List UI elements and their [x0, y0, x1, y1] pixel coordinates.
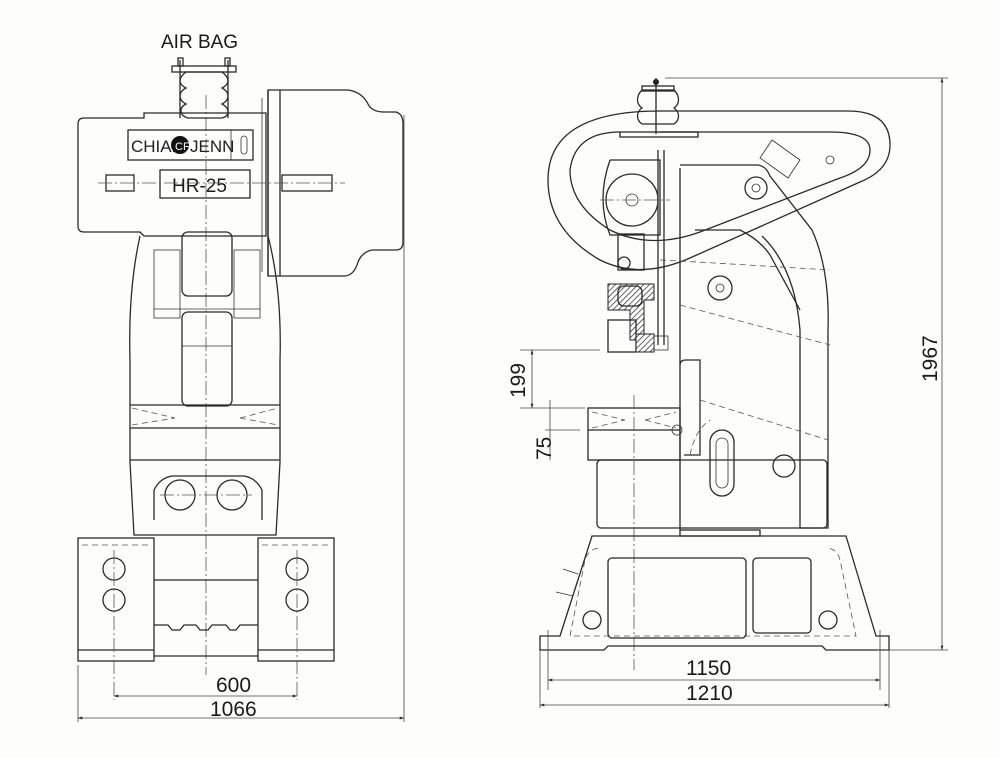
- flywheel-guard: [267, 89, 404, 277]
- brand-name-right: JENN: [190, 137, 234, 156]
- dim-1150: 1150: [686, 657, 731, 680]
- dim-1967: 1967: [919, 335, 942, 382]
- brand-plate: CHIAR CF JENN: [127, 129, 254, 161]
- side-base-window-1: [607, 557, 747, 639]
- dim-75: 75: [533, 437, 556, 460]
- brand-name-left: CHIAR: [131, 137, 184, 156]
- dim-1210: 1210: [686, 682, 733, 705]
- side-adjust-slot: [709, 429, 735, 497]
- model-plate-text: HR-25: [172, 176, 227, 197]
- dim-1066: 1066: [210, 698, 257, 721]
- brand-logo-icon: [171, 136, 189, 154]
- air-bag-label: AIR BAG: [161, 32, 238, 53]
- side-view: 199 75 1967 1150 1210: [507, 77, 948, 708]
- front-crown: [77, 112, 267, 237]
- front-arch: [153, 475, 263, 520]
- base-left-foot: [77, 537, 155, 662]
- air-bag-side: [619, 78, 699, 138]
- front-dimensions: 600 1066: [77, 115, 405, 722]
- side-hole: [772, 454, 796, 478]
- side-dimensions: 199 75 1967 1150 1210: [507, 77, 948, 708]
- side-crank-housing: [602, 159, 661, 236]
- air-bag-front: [171, 57, 237, 119]
- side-connecting-rod: [617, 233, 645, 271]
- side-base-window-2: [752, 557, 812, 634]
- side-c-frame: [680, 164, 829, 529]
- svg-text:CF: CF: [175, 141, 190, 153]
- side-base-bolt: [818, 610, 838, 630]
- front-view: CHIAR CF JENN HR-25: [77, 32, 405, 722]
- front-ram-upper: [181, 231, 233, 297]
- side-base-bolt: [582, 610, 602, 630]
- dim-600: 600: [216, 674, 251, 697]
- side-ram-section: [607, 283, 655, 341]
- side-lower-frame: [596, 459, 828, 529]
- side-base: [539, 535, 890, 651]
- side-pivot-upper: [744, 176, 768, 200]
- base-right-foot: [257, 537, 335, 662]
- front-frame: [129, 235, 281, 536]
- model-plate: [159, 169, 251, 199]
- front-ram-lower: [181, 311, 233, 407]
- side-pivot-lower: [707, 275, 733, 301]
- dim-199: 199: [507, 363, 530, 398]
